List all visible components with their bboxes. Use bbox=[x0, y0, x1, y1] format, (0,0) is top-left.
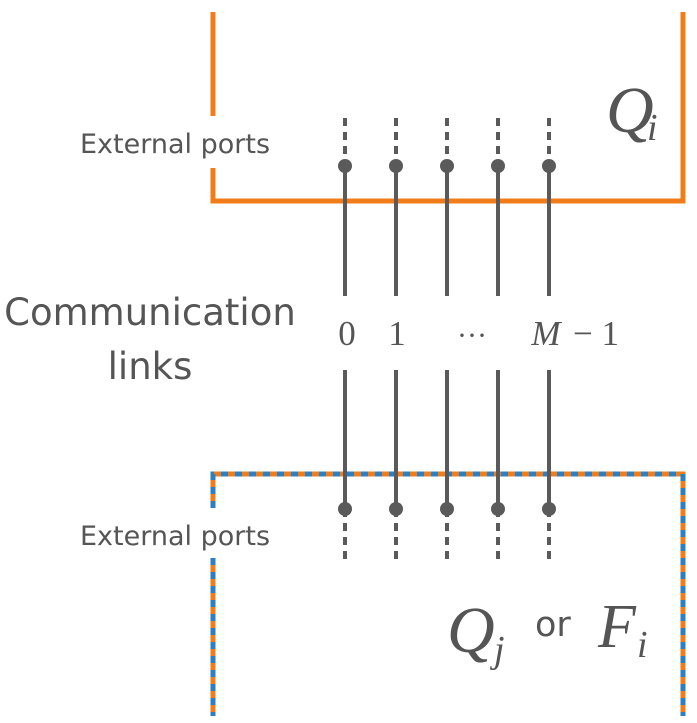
link-label-minus-one: − 1 bbox=[573, 314, 619, 353]
bottom-box-label-f: F bbox=[597, 593, 637, 661]
bottom-box-label-q: Q bbox=[447, 594, 495, 667]
top-box-label-q: Q bbox=[606, 74, 654, 147]
link-label-1: 1 bbox=[388, 314, 406, 353]
bottom-ports-label: External ports bbox=[80, 521, 270, 552]
communication-links bbox=[338, 118, 556, 560]
top-box-label-sub: i bbox=[647, 107, 658, 149]
top-ports-label: External ports bbox=[80, 129, 270, 160]
bottom-box-label-or: or bbox=[535, 605, 571, 645]
caption-line1: Communication bbox=[4, 291, 296, 334]
link-label-dots: ··· bbox=[457, 319, 487, 352]
caption-line2: links bbox=[108, 345, 193, 388]
bottom-box-label-f-sub: i bbox=[637, 624, 648, 666]
link-label-0: 0 bbox=[338, 314, 356, 353]
link-label-m: M bbox=[530, 314, 562, 353]
